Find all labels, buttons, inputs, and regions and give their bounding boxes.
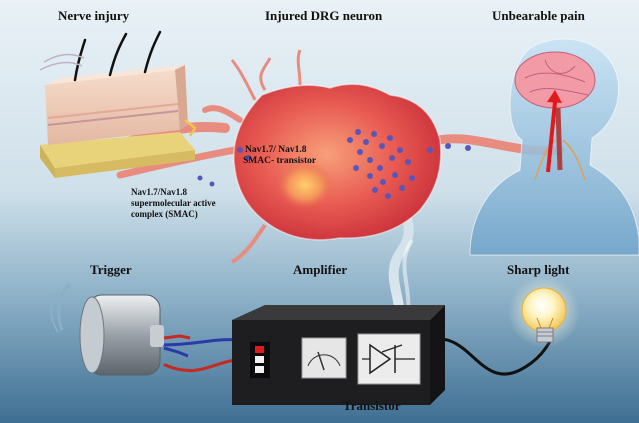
light-bulb (508, 276, 580, 348)
label-sharp-light: Sharp light (507, 262, 570, 277)
label-nerve-injury: Nerve injury (58, 8, 130, 23)
label-amplifier: Amplifier (293, 262, 348, 277)
skin-block (39, 30, 197, 178)
label-injured-drg-neuron: Injured DRG neuron (265, 8, 383, 23)
label-transistor: Transistor (343, 398, 401, 413)
neuron-group (147, 49, 471, 264)
label-smac-complex-line3: complex (SMAC) (131, 209, 198, 219)
label-smac-complex-line2: supermolecular active (131, 198, 216, 208)
trigger-motor (50, 283, 191, 376)
label-smac-transistor-line2: SMAC- transistor (243, 156, 317, 166)
pain-arrow (546, 101, 557, 173)
amplifier-box (232, 305, 445, 405)
label-smac-complex-line1: Nav1.7/Nav1.8 (131, 187, 187, 197)
label-trigger: Trigger (90, 262, 132, 277)
head-body (469, 38, 639, 256)
label-smac-transistor-line1: Nav1.7/ Nav1.8 (245, 145, 307, 155)
label-unbearable-pain: Unbearable pain (492, 8, 585, 23)
ion-channel-clusters (147, 129, 471, 199)
